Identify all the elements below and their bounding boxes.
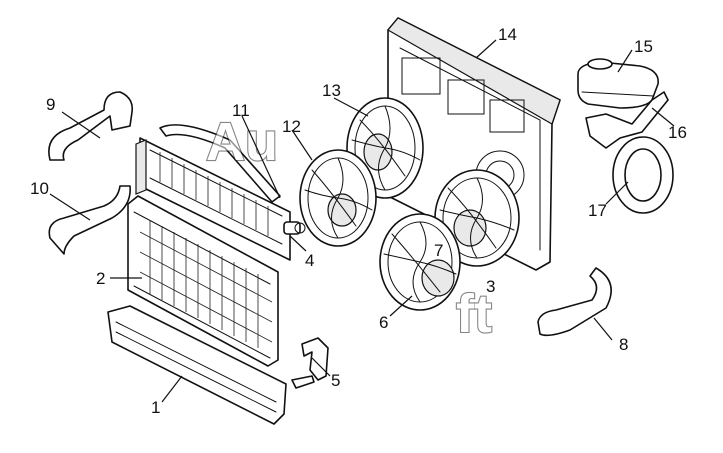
fan-12	[299, 149, 377, 247]
connector-4	[283, 221, 306, 235]
condenser-11	[135, 124, 291, 261]
callout-17: 17	[588, 201, 607, 220]
callout-11: 11	[232, 101, 250, 120]
expansion-tank-15	[577, 58, 659, 109]
callout-6: 6	[379, 313, 388, 332]
hose-8	[537, 267, 612, 337]
callout-15: 15	[634, 37, 653, 56]
watermark-text-1: Au	[206, 112, 278, 172]
callout-5: 5	[331, 371, 340, 390]
ring-17	[612, 136, 674, 214]
callout-14: 14	[498, 25, 517, 44]
leader-lines	[49, 39, 675, 403]
hose-9	[48, 91, 134, 161]
callout-7: 7	[434, 241, 443, 260]
bracket-16	[585, 91, 669, 149]
callout-4: 4	[305, 251, 314, 270]
lower-shroud-1	[107, 305, 287, 425]
watermark-text-2: ft	[456, 284, 492, 344]
callout-2: 2	[96, 269, 105, 288]
callout-12: 12	[282, 117, 301, 136]
callout-13: 13	[322, 81, 341, 100]
fan-6	[379, 213, 461, 311]
callout-3: 3	[486, 277, 495, 296]
callout-9: 9	[46, 95, 55, 114]
bracket-5	[291, 337, 329, 389]
radiator-2	[127, 195, 279, 367]
callout-1: 1	[151, 398, 160, 417]
callout-10: 10	[30, 179, 49, 198]
callout-16: 16	[668, 123, 687, 142]
callout-8: 8	[619, 335, 628, 354]
